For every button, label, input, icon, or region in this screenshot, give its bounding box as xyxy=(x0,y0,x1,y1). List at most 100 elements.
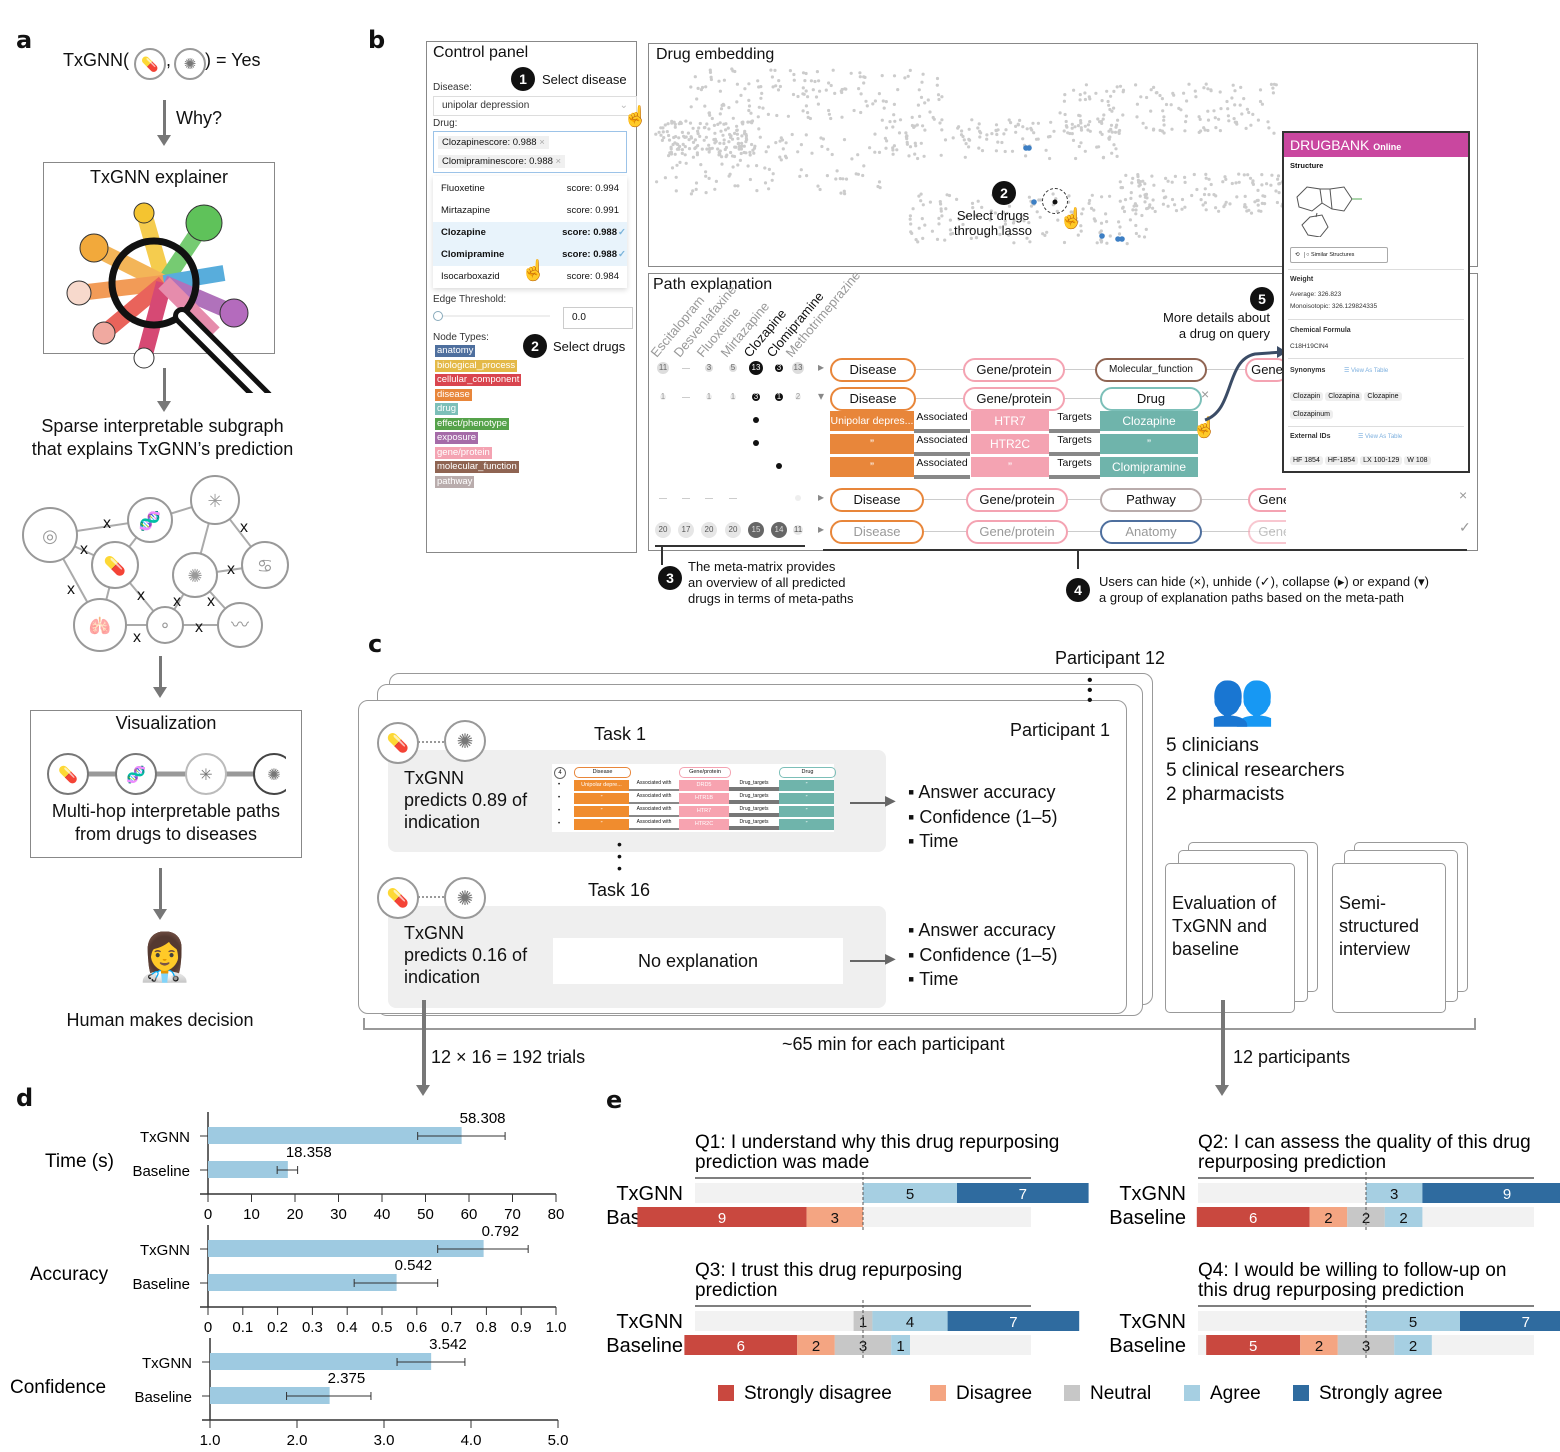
matrix-cell[interactable]: 1 xyxy=(660,392,666,401)
metapath-node[interactable]: Gene xyxy=(1245,358,1286,382)
tag-close-icon[interactable]: × xyxy=(555,156,562,167)
matrix-cell[interactable]: 15 xyxy=(748,522,764,538)
edge-threshold-slider[interactable] xyxy=(433,311,550,321)
drug-multiselect[interactable]: Clozapinescore: 0.988 × Clomipraminescor… xyxy=(433,131,627,173)
lasso-selection[interactable] xyxy=(1042,188,1068,214)
embedding-point xyxy=(995,132,999,137)
tag-close-icon[interactable]: × xyxy=(539,137,545,148)
metapath-node[interactable]: Gene/protein xyxy=(966,520,1068,544)
collapse-toggle-icon[interactable]: ▸ xyxy=(818,360,825,374)
drug-cell[interactable]: Clomipramine xyxy=(1100,457,1198,477)
matrix-cell[interactable]: 11 xyxy=(657,362,669,374)
collapse-toggle-icon[interactable]: ▸ xyxy=(818,490,825,504)
matrix-cell[interactable]: 1 xyxy=(775,392,783,401)
metapath-node[interactable]: Disease xyxy=(830,520,924,544)
metapath-node[interactable]: Gene/protein xyxy=(1248,488,1286,512)
matrix-cell[interactable]: 5 xyxy=(729,363,737,372)
embedding-point xyxy=(840,90,844,95)
disease-select[interactable]: unipolar depression ⌄ xyxy=(433,96,637,116)
matrix-dot[interactable] xyxy=(753,417,759,423)
view-table-link[interactable]: ☰ View As Table xyxy=(1344,368,1389,374)
view-table-link[interactable]: ☰ View As Table xyxy=(1358,434,1403,440)
embedding-point xyxy=(1035,210,1039,214)
embedding-point xyxy=(1248,176,1253,180)
node-type-chip[interactable]: gene/protein xyxy=(435,446,492,459)
matrix-cell[interactable]: 20 xyxy=(701,522,717,538)
matrix-cell[interactable] xyxy=(795,495,801,501)
similar-structures-button[interactable]: ⟲ ○ Similar Structures xyxy=(1290,247,1388,263)
matrix-cell[interactable]: 3 xyxy=(752,392,760,401)
hide-close-icon[interactable]: × xyxy=(1201,386,1210,402)
node-type-chip[interactable]: biological_process xyxy=(435,359,518,372)
node-type-chip[interactable]: exposure xyxy=(435,432,479,444)
embedding-point xyxy=(1022,219,1026,223)
edge-threshold-input[interactable]: 0.0 xyxy=(563,307,633,329)
question-title: prediction was made xyxy=(695,1152,869,1173)
node-type-chip[interactable]: pathway xyxy=(435,475,475,488)
matrix-dot[interactable] xyxy=(776,463,782,469)
matrix-cell[interactable]: 11 xyxy=(793,525,803,535)
hide-close-icon[interactable]: × xyxy=(1459,487,1468,503)
node-type-chip[interactable]: effect/phenotype xyxy=(435,417,510,430)
embedding-point xyxy=(742,131,747,136)
node-type-chip[interactable]: molecular_function xyxy=(435,461,519,473)
matrix-cell[interactable]: 17 xyxy=(678,522,694,538)
matrix-cell[interactable]: 13 xyxy=(792,362,804,374)
selected-drug-point[interactable] xyxy=(1099,233,1105,239)
metapath-node[interactable]: Gene/protein xyxy=(963,358,1065,382)
slider-handle[interactable] xyxy=(433,311,443,321)
selected-drug-point[interactable] xyxy=(1119,236,1125,242)
matrix-dot[interactable] xyxy=(753,440,759,446)
matrix-cell[interactable]: 14 xyxy=(771,522,787,538)
gene-cell[interactable]: HTR7 xyxy=(971,411,1049,431)
metapath-node[interactable]: Anatomy xyxy=(1100,520,1202,544)
selected-drug-tag[interactable]: Clozapinescore: 0.988 × xyxy=(438,136,549,149)
metapath-node[interactable]: Disease xyxy=(830,488,924,512)
metapath-node[interactable]: Disease xyxy=(830,358,916,382)
matrix-cell[interactable]: 1 xyxy=(730,392,736,401)
node-type-chip[interactable]: anatomy xyxy=(435,345,476,357)
matrix-cell[interactable]: 20 xyxy=(725,522,741,538)
svg-text:🧬: 🧬 xyxy=(139,510,161,532)
embedding-point xyxy=(716,122,720,126)
metapath-node[interactable]: Pathway xyxy=(1100,488,1202,512)
drug-cell[interactable]: ” xyxy=(1100,434,1198,454)
metapath-node[interactable]: Disease xyxy=(830,387,916,411)
selected-drug-point[interactable] xyxy=(1115,236,1121,242)
node-type-chip[interactable]: disease xyxy=(435,388,472,401)
collapse-toggle-icon[interactable]: ▸ xyxy=(818,522,825,536)
drug-cell[interactable]: Clozapine xyxy=(1100,411,1198,431)
node-type-chip[interactable]: cellular_component xyxy=(435,374,522,386)
selected-drug-point[interactable] xyxy=(1031,199,1037,205)
matrix-cell[interactable]: 13 xyxy=(749,361,763,375)
disease-cell[interactable]: ” xyxy=(830,434,914,454)
matrix-cell[interactable]: 2 xyxy=(795,392,801,401)
metapath-node[interactable]: Gene/protein xyxy=(966,488,1068,512)
embedding-point xyxy=(873,99,877,103)
matrix-cell[interactable]: 3 xyxy=(775,363,783,372)
node-type-chip[interactable]: drug xyxy=(435,403,459,415)
selected-drug-tag[interactable]: Clomipraminescore: 0.988 × xyxy=(438,155,566,168)
selected-drug-point[interactable] xyxy=(1026,145,1032,151)
unhide-check-icon[interactable]: ✓ xyxy=(1459,519,1471,535)
expand-toggle-icon[interactable]: ▾ xyxy=(818,389,825,403)
metapath-node[interactable]: Gene/protein xyxy=(963,387,1065,411)
matrix-cell[interactable]: 3 xyxy=(705,363,713,372)
metapath-node[interactable]: Molecular_function xyxy=(1095,358,1207,382)
disease-cell[interactable]: Unipolar depres... xyxy=(830,411,914,431)
matrix-cell[interactable]: 20 xyxy=(655,522,671,538)
embedding-point xyxy=(1074,216,1078,220)
x-tick-label: 0.6 xyxy=(406,1319,427,1336)
gene-cell[interactable]: ” xyxy=(971,457,1049,477)
matrix-cell[interactable]: 1 xyxy=(706,392,712,401)
disease-cell[interactable]: ” xyxy=(830,457,914,477)
gene-cell[interactable]: HTR2C xyxy=(971,434,1049,454)
metapath-node[interactable]: Gene/protein xyxy=(1248,520,1286,544)
metapath-node[interactable]: Drug xyxy=(1100,387,1202,411)
embedding-point xyxy=(1199,198,1203,202)
